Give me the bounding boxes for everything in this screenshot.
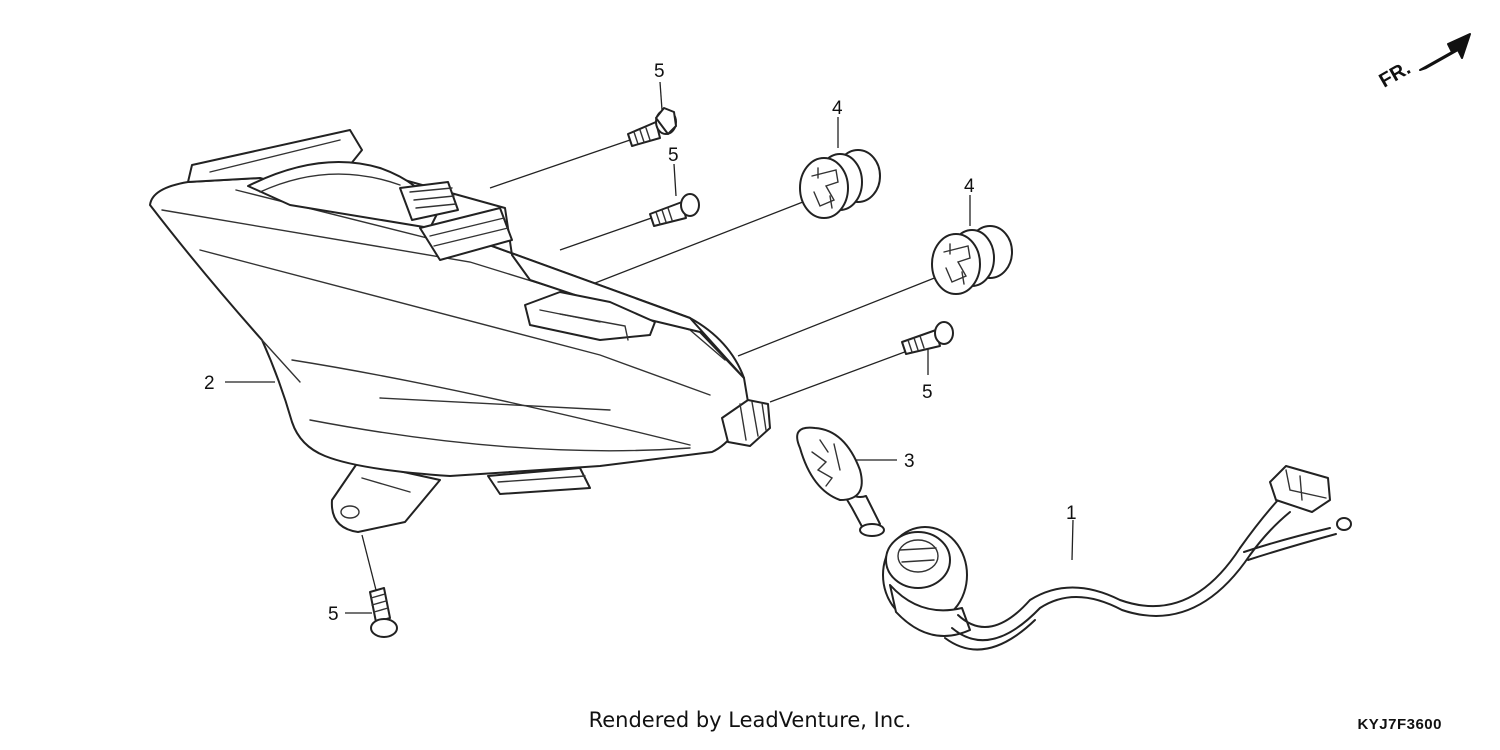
diagram-code: KYJ7F3600 [1357,716,1442,733]
callout-screw-upper: 5 [668,145,679,166]
grommet-lower [931,225,1013,295]
callout-wire-harness: 1 [1066,503,1077,524]
front-arrow-icon [1419,33,1471,71]
grommet-upper [799,149,881,219]
callout-screw-right: 5 [922,382,933,403]
credit-text: Rendered by LeadVenture, Inc. [588,708,912,732]
screw-upper [649,193,700,227]
callout-bulb: 3 [904,451,915,472]
leader-lines [225,81,1074,614]
screw-top [627,107,677,147]
callout-labels: 1 2 3 4 4 5 5 5 5 [204,61,1077,625]
fr-label: FR. [1376,57,1415,92]
screw-right [901,321,954,355]
wire-harness [882,465,1352,651]
bulb [796,426,885,537]
callout-screw-bottom: 5 [328,604,339,625]
taillight-unit [149,129,771,533]
callout-screw-top: 5 [654,61,665,82]
front-direction-indicator: FR. [1376,33,1471,92]
callout-taillight-unit: 2 [204,373,215,394]
screw-bottom [369,587,398,638]
callout-grommet-lower: 4 [964,176,975,197]
callout-grommet-upper: 4 [832,98,843,119]
